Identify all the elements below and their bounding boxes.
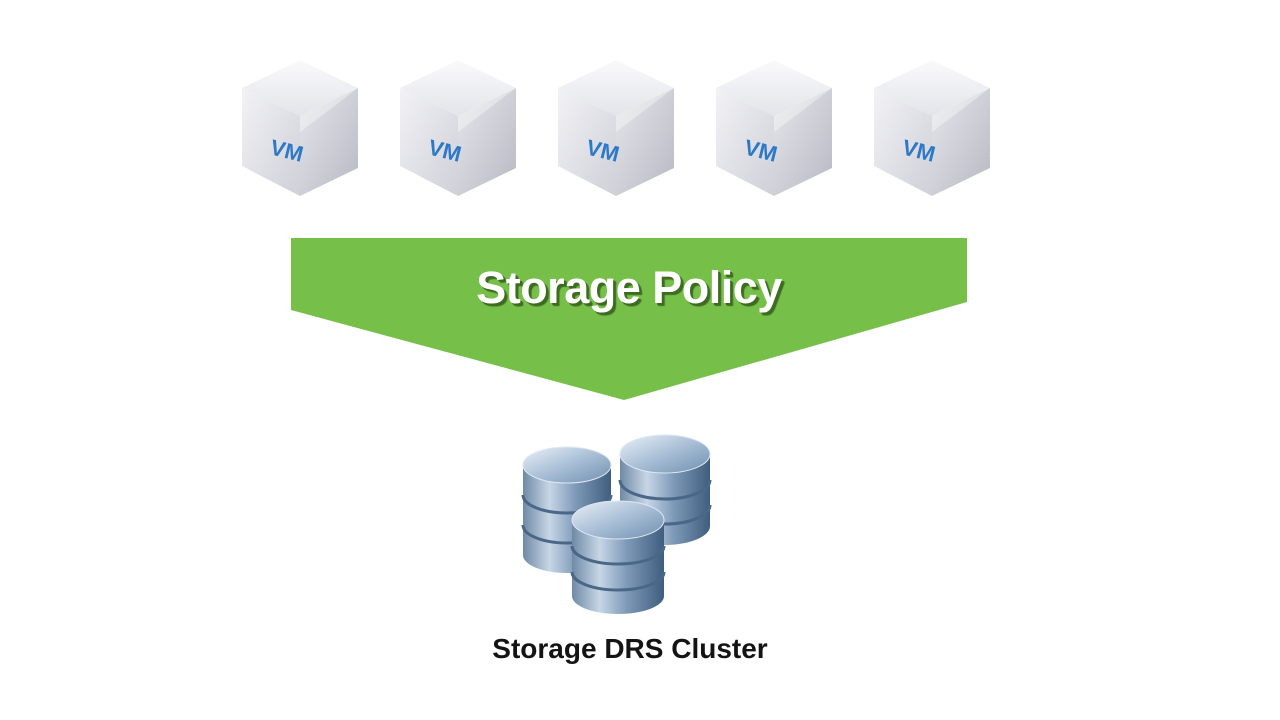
- vm-cube-icon: VM: [871, 58, 993, 198]
- vm-cube-icon: VM: [713, 58, 835, 198]
- vm-cube-icon: VM: [397, 58, 519, 198]
- storage-policy-arrow: [291, 238, 967, 400]
- storage-policy-label: Storage Policy: [476, 262, 782, 313]
- disk-stack-front: [570, 500, 666, 614]
- database-stack-icon: [520, 430, 715, 620]
- storage-drs-cluster-label: Storage DRS Cluster: [492, 633, 768, 664]
- arrow-shape: [291, 238, 967, 400]
- vm-cube-icon: VM: [239, 58, 361, 198]
- vm-cube-icon: VM: [555, 58, 677, 198]
